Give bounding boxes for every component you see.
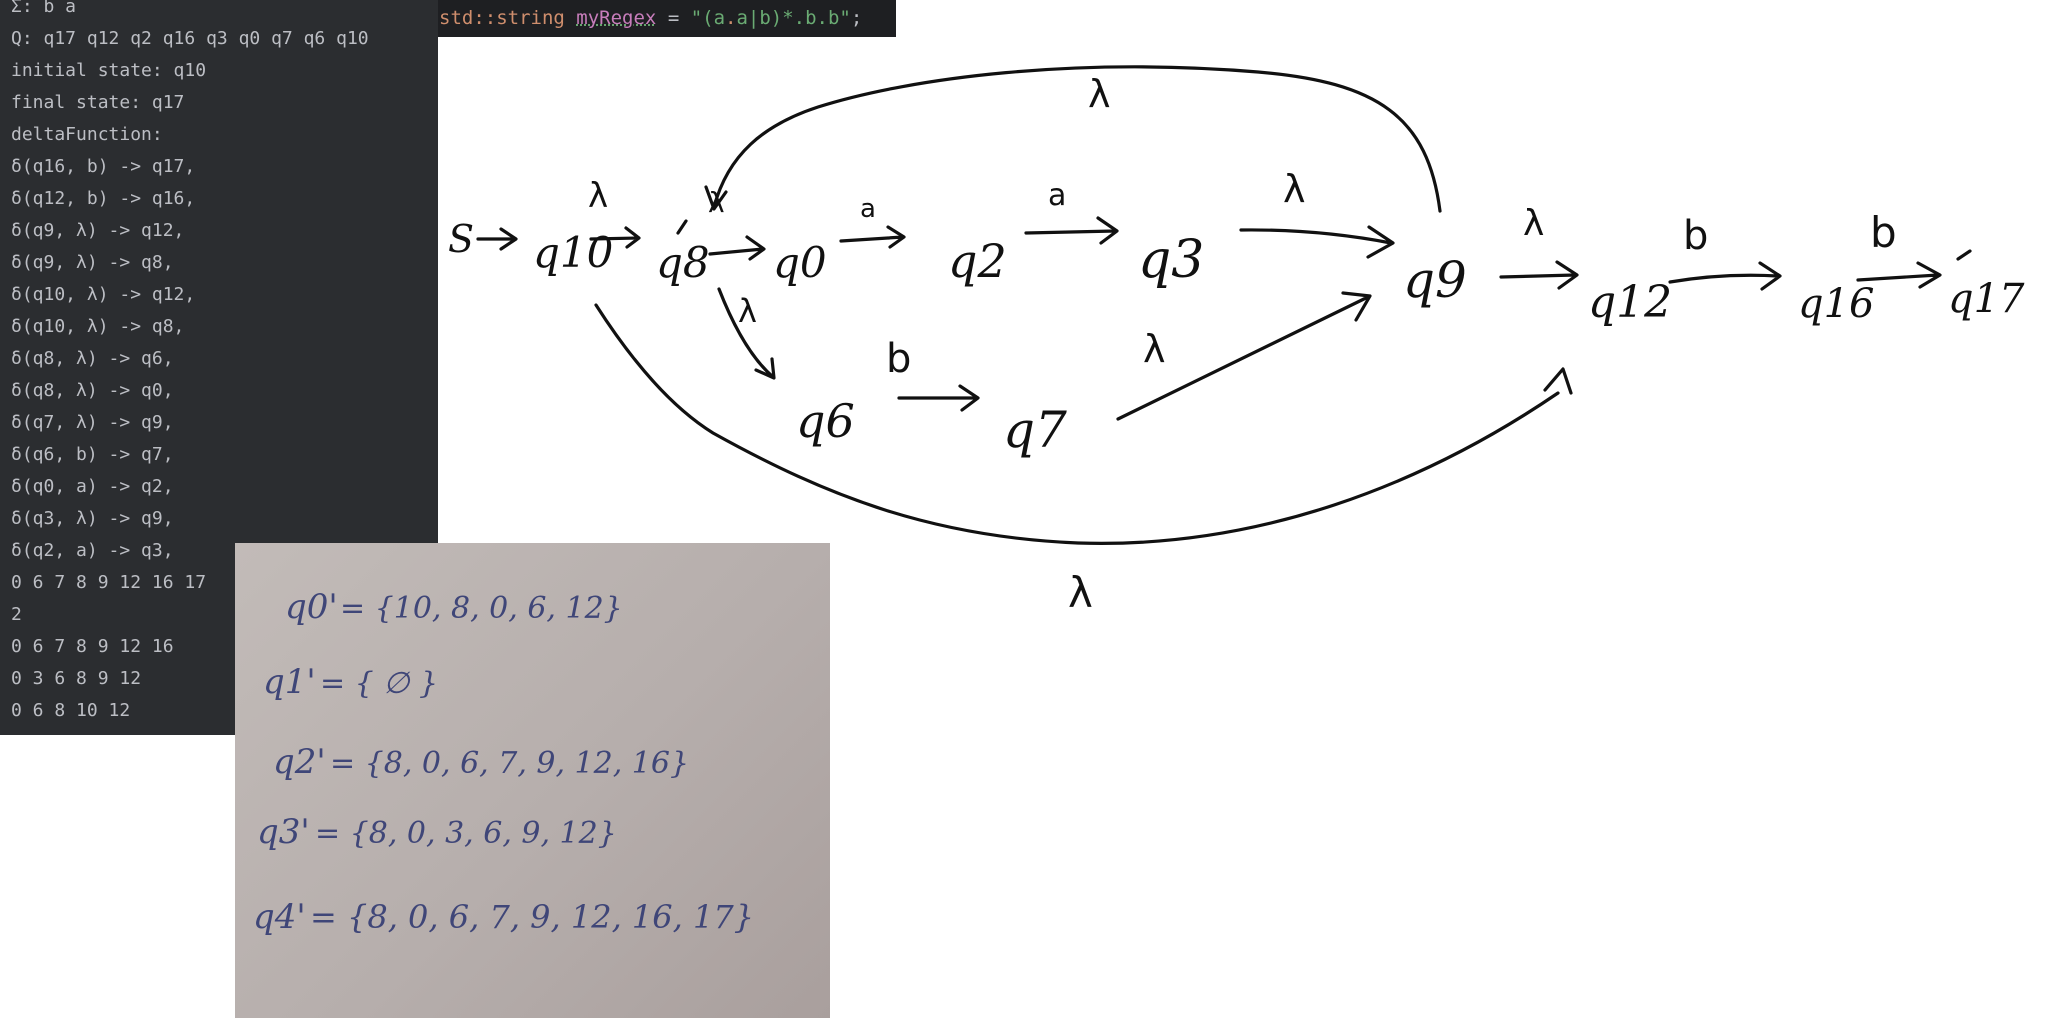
code-variable: myRegex	[576, 7, 657, 29]
edge-q10-q8	[589, 226, 641, 249]
code-assign: =	[656, 7, 691, 29]
label-q12-q16: b	[1683, 213, 1708, 259]
console-line: δ(q0, a) -> q2,	[11, 476, 174, 497]
label-q3-q9: λ	[1283, 167, 1306, 211]
console-line: 0 6 7 8 9 12 16	[11, 636, 174, 657]
label-q9-q8-loop: λ	[1088, 72, 1111, 116]
q17-tick	[1956, 249, 1972, 261]
label-q2-q3: a	[1048, 178, 1066, 213]
note-set-q2: = {8, 0, 6, 7, 9, 12, 16}	[330, 746, 689, 781]
start-label: S	[448, 217, 474, 261]
code-snippet[interactable]: std::string myRegex = "(a.a|b)*.b.b";	[438, 0, 896, 37]
code-semicolon: ;	[850, 7, 863, 29]
console-line: 2	[11, 604, 22, 625]
console-line: δ(q9, λ) -> q8,	[11, 252, 174, 273]
label-q16-q17: b	[1870, 208, 1897, 257]
state-q8: q8	[656, 238, 710, 287]
state-q7: q7	[1003, 401, 1067, 459]
console-line: δ(q10, λ) -> q8,	[11, 316, 185, 337]
q8-tick	[676, 219, 688, 235]
notes-photo: q0' = {10, 8, 0, 6, 12} q1' = { ∅ } q2' …	[235, 543, 830, 1018]
code-string-escape: .	[725, 7, 737, 29]
console-output: Σ: b a Q: q17 q12 q2 q16 q3 q0 q7 q6 q10…	[0, 0, 438, 735]
edge-q3-q9	[1239, 225, 1395, 259]
edge-q8-q0	[708, 235, 766, 261]
console-line: 0 3 6 8 9 12	[11, 668, 142, 689]
label-q10-q8: λ	[588, 176, 608, 216]
console-line: δ(q3, λ) -> q9,	[11, 508, 174, 529]
edge-q16-q17	[1856, 261, 1942, 289]
console-line: δ(q6, b) -> q7,	[11, 444, 174, 465]
label-q9-q12: λ	[1523, 203, 1544, 244]
edge-q6-q7	[897, 384, 980, 412]
edge-q12-q16	[1668, 261, 1782, 291]
note-label-q2: q2'	[273, 742, 326, 782]
console-line: final state: q17	[11, 92, 185, 113]
note-set-q0: = {10, 8, 0, 6, 12}	[340, 591, 623, 626]
edge-q7-q9	[1116, 291, 1372, 421]
code-string-open: "(a	[690, 7, 726, 29]
console-line: δ(q8, λ) -> q0,	[11, 380, 174, 401]
console-line: deltaFunction:	[11, 124, 163, 145]
console-line: δ(q10, λ) -> q12,	[11, 284, 196, 305]
note-label-q0: q0'	[285, 587, 338, 627]
edge-q0-q2	[839, 225, 906, 249]
state-q16: q16	[1798, 281, 1875, 327]
note-label-q3: q3'	[257, 812, 310, 852]
note-set-q1: = { ∅ }	[320, 666, 438, 701]
label-q6-q7: b	[886, 336, 911, 382]
console-line: δ(q8, λ) -> q6,	[11, 348, 174, 369]
state-q12: q12	[1588, 277, 1672, 328]
label-q8-q0: λ	[708, 186, 725, 219]
console-line: initial state: q10	[11, 60, 207, 81]
edge-q2-q3	[1024, 216, 1119, 245]
note-label-q1: q1'	[263, 662, 316, 702]
label-q7-q9: λ	[1143, 327, 1166, 371]
console-line: δ(q12, b) -> q16,	[11, 188, 196, 209]
note-label-q4: q4'	[253, 897, 306, 937]
state-q0: q0	[773, 238, 827, 287]
state-q9: q9	[1403, 251, 1467, 309]
console-line: δ(q7, λ) -> q9,	[11, 412, 174, 433]
label-q8-q6: λ	[738, 292, 757, 330]
state-q10: q10	[533, 228, 613, 277]
console-line: δ(q16, b) -> q17,	[11, 156, 196, 177]
note-set-q4: = {8, 0, 6, 7, 9, 12, 16, 17}	[310, 898, 754, 936]
edge-q8-q6	[717, 287, 776, 380]
edge-q9-q12	[1499, 260, 1579, 290]
state-q2: q2	[948, 234, 1007, 288]
console-line: Σ: b a	[11, 0, 77, 17]
edge-q9-q8-loop	[704, 65, 1442, 213]
code-string-rest: a|b)*.b.b"	[736, 7, 851, 29]
state-q17: q17	[1948, 276, 2025, 322]
label-q0-q2: a	[860, 194, 876, 224]
console-line: 0 6 8 10 12	[11, 700, 131, 721]
start-arrow	[476, 227, 518, 251]
state-q6: q6	[796, 394, 855, 448]
code-type: std::string	[439, 7, 565, 29]
nfa-diagram: S q10 q8 q0 q2 q3 q9 q6 q7 q12 q16 q17 λ…	[448, 65, 2025, 617]
console-line: δ(q9, λ) -> q12,	[11, 220, 185, 241]
edge-q10-q12	[594, 303, 1573, 545]
state-q3: q3	[1138, 230, 1204, 290]
console-line: 0 6 7 8 9 12 16 17	[11, 572, 207, 593]
label-q10-q12: λ	[1068, 568, 1093, 617]
note-set-q3: = {8, 0, 3, 6, 9, 12}	[315, 816, 617, 851]
console-line: δ(q2, a) -> q3,	[11, 540, 174, 561]
console-line: Q: q17 q12 q2 q16 q3 q0 q7 q6 q10	[11, 28, 369, 49]
